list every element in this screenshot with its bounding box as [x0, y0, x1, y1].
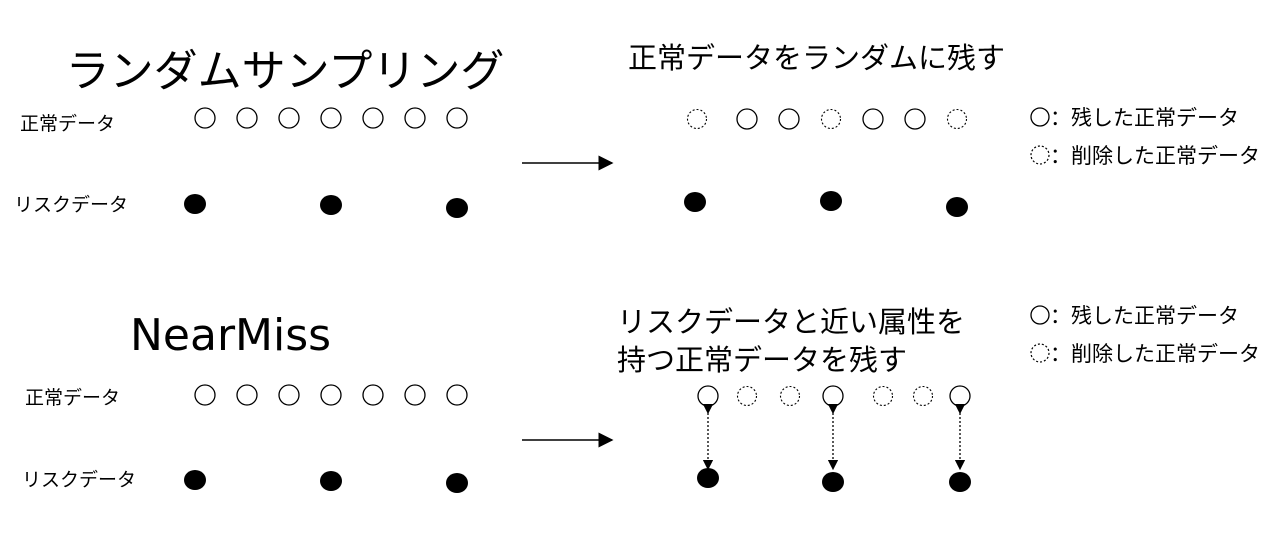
risk-point — [697, 468, 719, 488]
risk-point — [446, 473, 468, 493]
deleted-normal-point — [779, 385, 801, 407]
deleted-normal-point — [946, 108, 968, 130]
legend-nearmiss: ：残した正常データ ：削除した正常データ — [1030, 304, 1260, 366]
kept-normal-point — [862, 108, 884, 130]
kept-normal-point — [778, 108, 800, 130]
kept-normal-point — [822, 385, 844, 407]
kept-normal-point — [404, 107, 426, 129]
kept-normal-point — [194, 384, 216, 406]
random-sampling-result-title: 正常データをランダムに残す — [628, 41, 1005, 75]
random-sampling-title: ランダムサンプリング — [66, 46, 505, 97]
deleted-normal-point — [686, 108, 708, 130]
legend-deleted: ：削除した正常データ — [1050, 342, 1260, 366]
kept-normal-point — [736, 108, 758, 130]
data-points — [184, 107, 971, 493]
risk-point — [949, 472, 971, 492]
kept-normal-point — [404, 384, 426, 406]
kept-normal-point — [236, 107, 258, 129]
deleted-normal-point — [872, 385, 894, 407]
kept-normal-point — [362, 384, 384, 406]
normal-data-label: 正常データ — [20, 113, 115, 135]
risk-data-label: リスクデータ — [14, 194, 128, 216]
legend-kept: ：残した正常データ — [1050, 106, 1239, 130]
kept-normal-point — [236, 384, 258, 406]
kept-normal-point — [904, 108, 926, 130]
kept-normal-point — [320, 107, 342, 129]
risk-point — [684, 192, 706, 212]
risk-point — [320, 195, 342, 215]
deleted-normal-point — [820, 108, 842, 130]
nearmiss-title: NearMiss — [130, 310, 331, 361]
risk-point — [820, 191, 842, 211]
normal-data-label: 正常データ — [25, 387, 120, 409]
kept-normal-point — [446, 384, 468, 406]
kept-normal-point — [194, 107, 216, 129]
kept-normal-point — [446, 107, 468, 129]
nearmiss-result-title-line1: リスクデータと近い属性を — [617, 305, 965, 339]
deleted-circle-icon — [1030, 343, 1050, 363]
kept-circle-icon — [1030, 305, 1050, 325]
risk-point — [320, 471, 342, 491]
legend-kept: ：残した正常データ — [1050, 304, 1239, 328]
deleted-normal-point — [736, 385, 758, 407]
kept-normal-point — [697, 385, 719, 407]
risk-point — [446, 198, 468, 218]
nearmiss-result-title-line2: 持つ正常データを残す — [617, 343, 907, 377]
risk-point — [184, 470, 206, 490]
kept-normal-point — [320, 384, 342, 406]
kept-normal-point — [278, 384, 300, 406]
kept-normal-point — [362, 107, 384, 129]
kept-normal-point — [278, 107, 300, 129]
risk-point — [946, 197, 968, 217]
deleted-normal-point — [912, 385, 934, 407]
deleted-circle-icon — [1030, 145, 1050, 165]
risk-point — [184, 194, 206, 214]
legend-random-sampling: ：残した正常データ ：削除した正常データ — [1030, 106, 1260, 168]
legend-deleted: ：削除した正常データ — [1050, 144, 1260, 168]
kept-normal-point — [949, 385, 971, 407]
kept-circle-icon — [1030, 107, 1050, 127]
risk-data-label: リスクデータ — [22, 469, 136, 491]
risk-point — [822, 472, 844, 492]
